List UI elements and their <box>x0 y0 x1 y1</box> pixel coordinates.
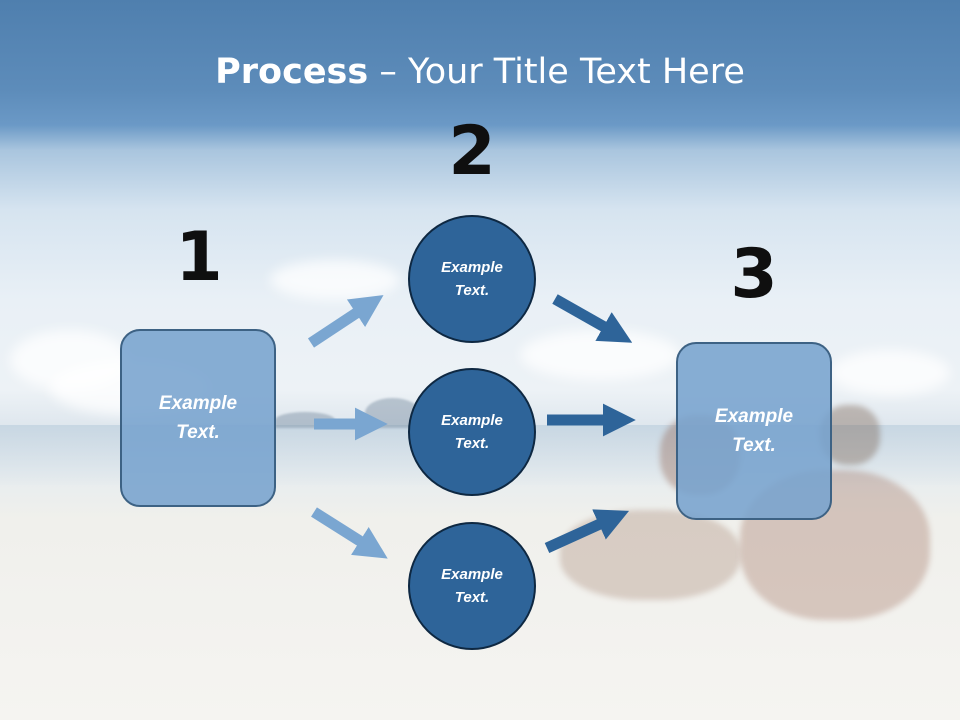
background-island <box>275 412 335 428</box>
arrow-to-circle-top <box>311 306 367 343</box>
step-2-circle-top[interactable]: Example Text. <box>408 215 536 343</box>
circle-top-text: Example Text. <box>427 256 517 302</box>
step-1-box[interactable]: Example Text. <box>120 329 276 507</box>
background-people <box>560 510 740 600</box>
step-number-3: 3 <box>714 235 794 314</box>
title-bold-part: Process <box>215 52 368 92</box>
slide-title: Process – Your Title Text Here <box>0 52 960 92</box>
step-number-2: 2 <box>432 112 512 191</box>
title-regular-part: – Your Title Text Here <box>368 52 745 92</box>
background-cloud <box>270 260 400 300</box>
step-2-circle-bottom[interactable]: Example Text. <box>408 522 536 650</box>
step-number-1: 1 <box>159 218 239 297</box>
step-1-box-text: Example Text. <box>138 389 258 447</box>
arrow-from-circle-top <box>555 299 615 333</box>
step-2-circle-middle[interactable]: Example Text. <box>408 368 536 496</box>
step-3-box-text: Example Text. <box>694 402 814 460</box>
circle-bottom-text: Example Text. <box>427 563 517 609</box>
step-3-box[interactable]: Example Text. <box>676 342 832 520</box>
background-cloud <box>520 330 680 380</box>
arrow-to-circle-bottom <box>314 512 371 548</box>
circle-middle-text: Example Text. <box>427 409 517 455</box>
background-cloud <box>830 350 950 395</box>
